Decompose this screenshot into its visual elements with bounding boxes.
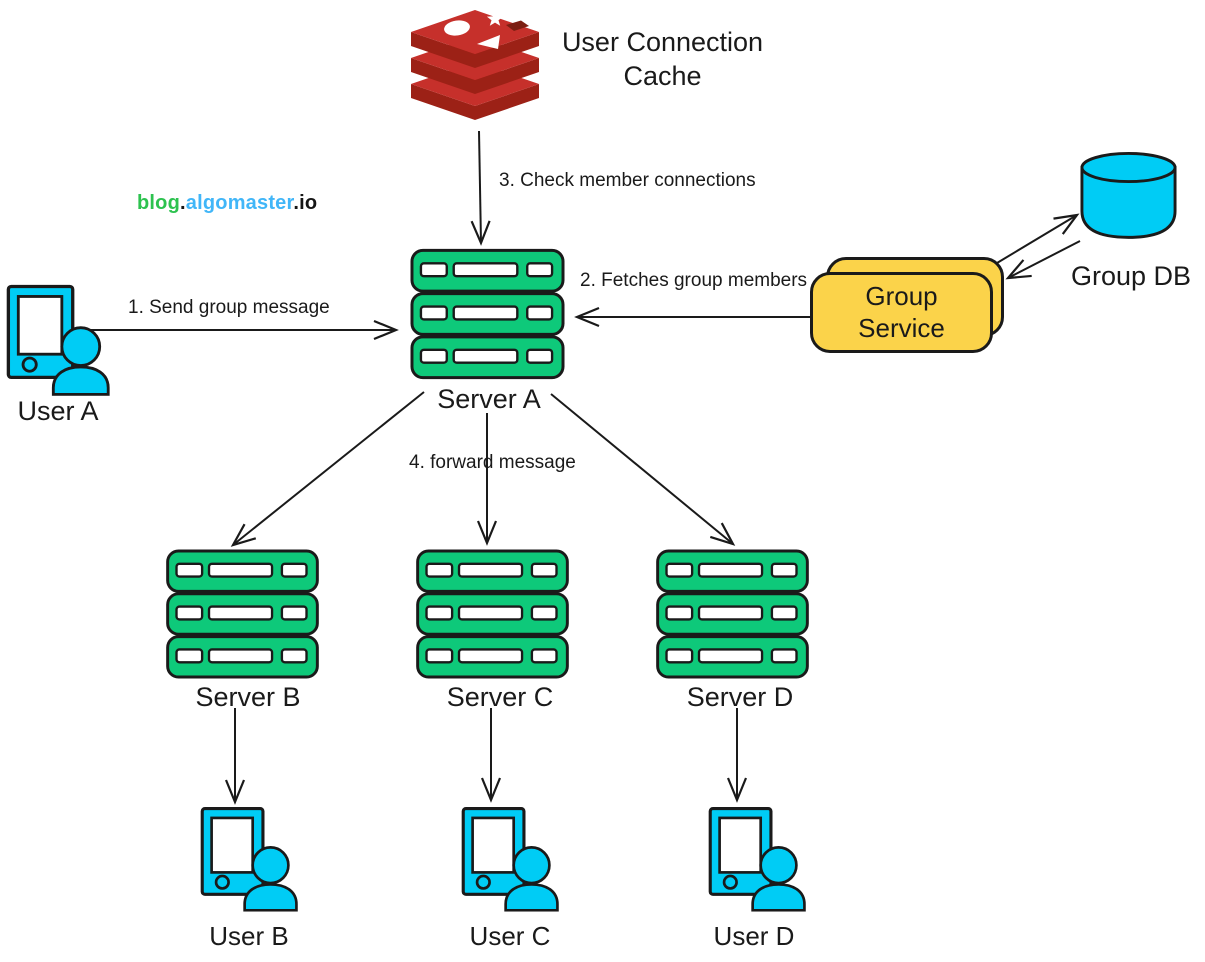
- user-c-icon: [461, 806, 561, 912]
- group-service-node: Group Service: [810, 272, 993, 353]
- edge-group-db-to-group-service: [1005, 240, 1081, 280]
- user-c-label: User C: [469, 921, 551, 951]
- edge-cache-to-server-a: [470, 130, 491, 246]
- cache-label-line2: Cache: [623, 60, 702, 91]
- group-service-label-line2: Service: [858, 312, 945, 343]
- edge-label-send-group-message: 1. Send group message: [128, 297, 330, 318]
- edge-label-check-member-connections: 3. Check member connections: [499, 170, 756, 191]
- user-d-icon: [708, 806, 808, 912]
- server-c-icon: [415, 549, 570, 679]
- watermark-io: io: [299, 192, 318, 214]
- watermark: blog.algomaster.io: [137, 192, 317, 215]
- server-b-icon: [165, 549, 320, 679]
- server-a-label: Server A: [437, 384, 541, 414]
- server-c-label: Server C: [446, 682, 554, 712]
- server-d-icon: [655, 549, 810, 679]
- edge-group-service-to-group-db: [996, 213, 1080, 264]
- group-db-label: Group DB: [1070, 261, 1192, 291]
- user-a-icon: [6, 284, 112, 396]
- redis-cache-icon: [405, 8, 545, 130]
- watermark-dot2: .: [293, 192, 300, 214]
- group-service-label-line1: Group: [865, 281, 938, 312]
- server-a-icon: [410, 248, 565, 380]
- user-d-label: User D: [713, 921, 795, 951]
- watermark-algomaster: algomaster: [185, 192, 294, 214]
- cache-label: User Connection Cache: [560, 26, 765, 94]
- edge-server-a-to-server-b: [230, 391, 425, 547]
- group-db-icon: [1080, 150, 1177, 251]
- user-b-label: User B: [209, 921, 289, 951]
- cache-label-line1: User Connection: [561, 27, 764, 57]
- edge-label-fetches-group-members: 2. Fetches group members: [580, 270, 808, 291]
- edge-server-a-to-server-d: [550, 393, 736, 546]
- server-b-label: Server B: [195, 682, 301, 712]
- user-b-icon: [200, 806, 300, 912]
- edge-label-forward-message: 4. forward message: [409, 452, 576, 473]
- user-a-label: User A: [17, 396, 99, 426]
- server-d-label: Server D: [686, 682, 794, 712]
- watermark-dot1: .: [180, 192, 186, 214]
- watermark-blog: blog: [137, 192, 181, 214]
